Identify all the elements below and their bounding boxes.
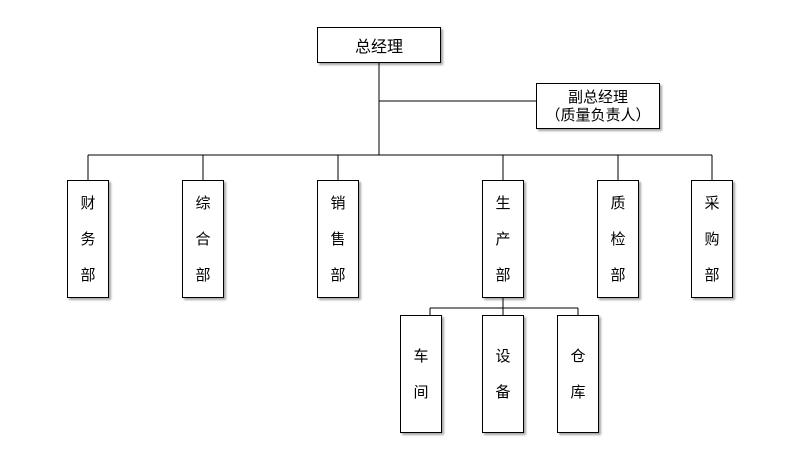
unit-char: 备 xyxy=(495,383,511,401)
dept-char: 部 xyxy=(330,266,346,284)
general-manager-box: 总经理 xyxy=(317,27,441,63)
dept-general-affairs: 综 合 部 xyxy=(182,180,224,298)
unit-char: 仓 xyxy=(570,347,586,365)
dept-char: 销 xyxy=(330,194,346,212)
deputy-manager-label: 副总经理 xyxy=(567,88,628,106)
deputy-manager-box: 副总经理 （质量负责人） xyxy=(536,83,660,129)
dept-finance: 财 务 部 xyxy=(67,180,109,298)
dept-char: 部 xyxy=(495,266,511,284)
dept-char: 部 xyxy=(195,266,211,284)
dept-char: 产 xyxy=(495,230,511,248)
unit-char: 间 xyxy=(413,383,429,401)
unit-char: 车 xyxy=(413,347,429,365)
dept-char: 售 xyxy=(330,230,346,248)
unit-workshop: 车 间 xyxy=(400,315,442,433)
dept-production: 生 产 部 xyxy=(482,180,524,298)
dept-sales: 销 售 部 xyxy=(317,180,359,298)
dept-char: 财 xyxy=(80,194,96,212)
dept-quality-inspection: 质 检 部 xyxy=(597,180,639,298)
deputy-manager-role: （质量负责人） xyxy=(545,106,651,124)
dept-char: 质 xyxy=(610,194,626,212)
dept-char: 务 xyxy=(80,230,96,248)
dept-char: 生 xyxy=(495,194,511,212)
dept-char: 部 xyxy=(704,266,720,284)
dept-purchasing: 采 购 部 xyxy=(691,180,733,298)
dept-char: 检 xyxy=(610,230,626,248)
unit-equipment: 设 备 xyxy=(482,315,524,433)
unit-char: 库 xyxy=(570,383,586,401)
dept-char: 部 xyxy=(80,266,96,284)
unit-warehouse: 仓 库 xyxy=(557,315,599,433)
dept-char: 综 xyxy=(195,194,211,212)
unit-char: 设 xyxy=(495,347,511,365)
general-manager-label: 总经理 xyxy=(354,37,403,56)
dept-char: 采 xyxy=(704,194,720,212)
dept-char: 部 xyxy=(610,266,626,284)
dept-char: 合 xyxy=(195,230,211,248)
dept-char: 购 xyxy=(704,230,720,248)
